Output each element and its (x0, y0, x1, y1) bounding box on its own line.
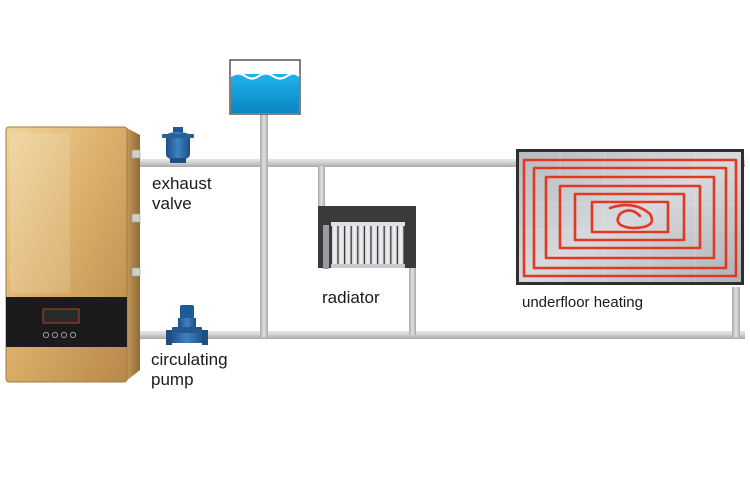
electric-boiler-icon (5, 126, 141, 383)
radiator-fin (358, 224, 364, 268)
radiator-fin (345, 224, 351, 268)
radiator-label: radiator (322, 288, 380, 307)
radiator-fin (391, 224, 397, 268)
circulating-pump-label-line1: circulating (151, 350, 228, 369)
boiler-button (42, 331, 50, 339)
boiler-button (60, 331, 68, 339)
radiator-fin (371, 224, 377, 268)
boiler-button (69, 331, 77, 339)
circulating-pump-label-line2: pump (151, 370, 194, 389)
return-pipe (140, 331, 745, 339)
radiator-supply-pipe (318, 166, 325, 228)
radiator-fin (365, 224, 371, 268)
boiler-display (42, 308, 80, 324)
tank-riser-pipe (260, 112, 268, 337)
radiator-fin (338, 224, 344, 268)
radiator-fin (398, 224, 404, 268)
radiator-fin (332, 224, 338, 268)
boiler-button (51, 331, 59, 339)
underfloor-heating-coil-icon (516, 149, 744, 285)
radiator-return-pipe (409, 215, 416, 335)
supply-pipe (140, 159, 745, 167)
radiator-icon (318, 206, 416, 269)
underfloor-heating-label: underfloor heating (522, 294, 643, 311)
radiator-fin (351, 224, 358, 268)
floor-return-pipe (732, 287, 740, 337)
radiator-fin (378, 224, 384, 268)
expansion-tank-icon (229, 59, 301, 115)
exhaust-valve-icon (162, 127, 194, 163)
circulating-pump-icon (166, 305, 208, 345)
exhaust-valve-label-line2: valve (152, 194, 192, 213)
exhaust-valve-label-line1: exhaust (152, 174, 212, 193)
radiator-fin (384, 224, 391, 268)
